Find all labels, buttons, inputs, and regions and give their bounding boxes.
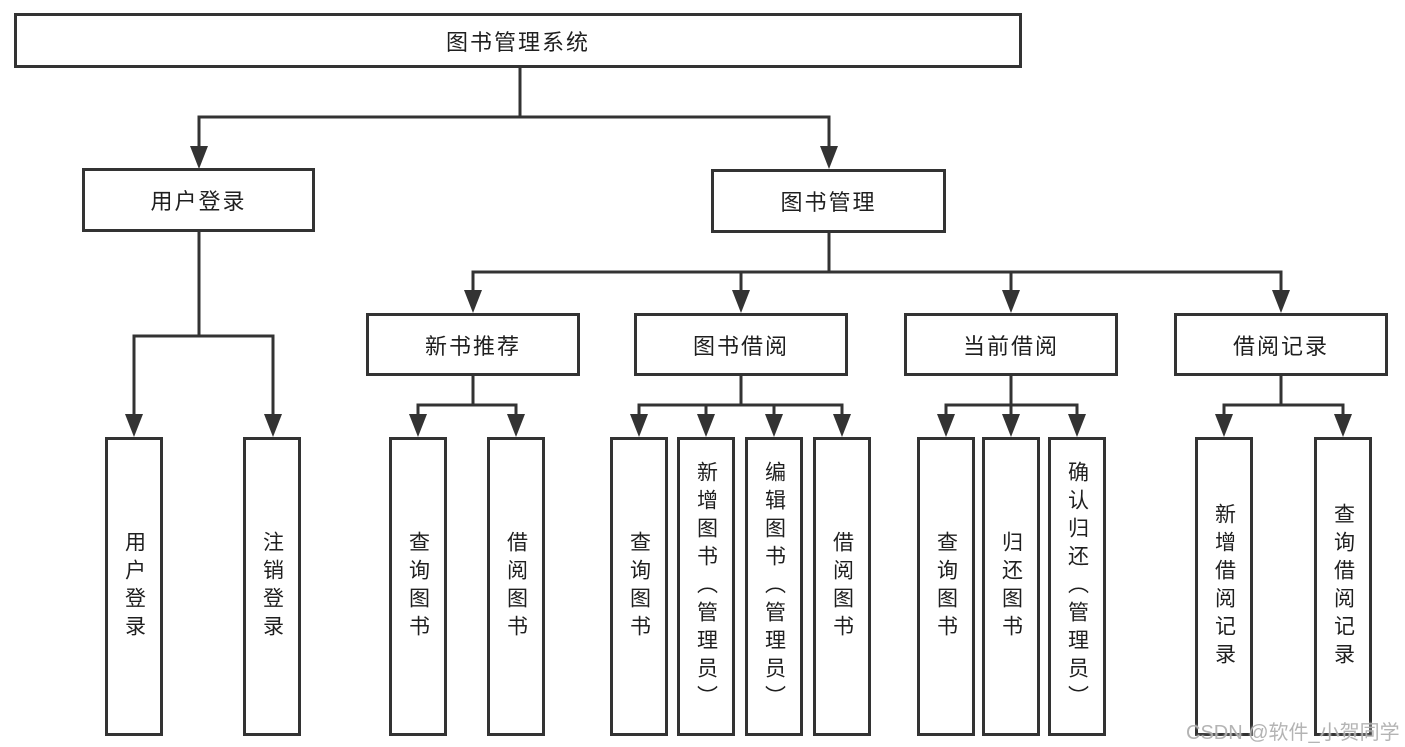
leaf-edit-books-admin-label: 编辑图书（管理员） [762,460,786,713]
csdn-watermark: CSDN @软件_小贺同学 [1186,722,1400,744]
node-borrow-record: 借阅记录 [1174,313,1388,376]
leaf-borrow-books-recommend: 借阅图书 [487,437,545,736]
leaf-add-borrow-record: 新增借阅记录 [1195,437,1253,736]
leaf-query-borrow-record-label: 查询借阅记录 [1331,502,1355,671]
node-root-system: 图书管理系统 [14,13,1022,68]
leaf-add-books-admin: 新增图书（管理员） [677,437,735,736]
leaf-query-books-borrow-label: 查询图书 [627,530,651,643]
leaf-query-books-current-label: 查询图书 [934,530,958,643]
leaf-logout-label: 注销登录 [260,530,284,643]
leaf-confirm-return-admin: 确认归还（管理员） [1048,437,1106,736]
node-book-management: 图书管理 [711,169,946,233]
arrowheads [125,146,1352,437]
leaf-user-login: 用户登录 [105,437,163,736]
connector-strokes [132,67,1345,416]
node-book-borrow: 图书借阅 [634,313,848,376]
leaf-return-books: 归还图书 [982,437,1040,736]
leaf-user-login-label: 用户登录 [122,530,146,643]
node-current-borrow-label: 当前借阅 [962,333,1059,359]
node-root-label: 图书管理系统 [445,29,590,55]
node-user-login-label: 用户登录 [150,189,247,214]
leaf-query-books-recommend-label: 查询图书 [406,530,430,643]
leaf-query-books-current: 查询图书 [917,437,975,736]
node-book-management-label: 图书管理 [780,190,877,215]
leaf-add-books-admin-label: 新增图书（管理员） [694,460,718,713]
node-borrow-record-label: 借阅记录 [1232,333,1329,359]
node-user-login: 用户登录 [82,168,315,232]
node-current-borrow: 当前借阅 [904,313,1118,376]
leaf-query-borrow-record: 查询借阅记录 [1314,437,1372,736]
leaf-return-books-label: 归还图书 [999,530,1023,643]
node-book-borrow-label: 图书借阅 [692,333,789,359]
leaf-borrow-books: 借阅图书 [813,437,871,736]
leaf-logout: 注销登录 [243,437,301,736]
leaf-borrow-books-label: 借阅图书 [830,530,854,643]
leaf-borrow-books-recommend-label: 借阅图书 [504,530,528,643]
node-new-book-recommend: 新书推荐 [366,313,580,376]
leaf-query-books-recommend: 查询图书 [389,437,447,736]
leaf-add-borrow-record-label: 新增借阅记录 [1212,502,1236,671]
node-new-book-recommend-label: 新书推荐 [424,333,521,359]
leaf-query-books-borrow: 查询图书 [610,437,668,736]
leaf-edit-books-admin: 编辑图书（管理员） [745,437,803,736]
leaf-confirm-return-admin-label: 确认归还（管理员） [1065,460,1089,713]
